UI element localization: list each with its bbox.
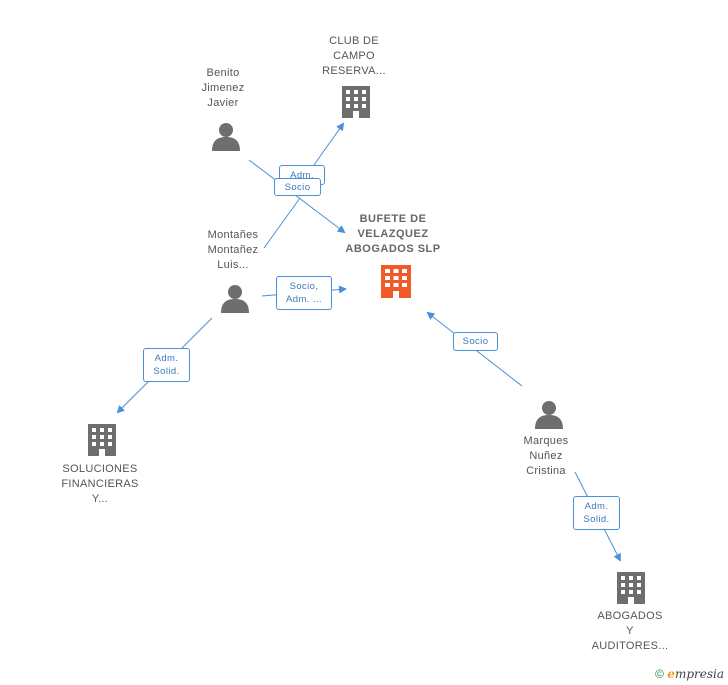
copyright-icon: ©: [655, 667, 664, 681]
label-line: Marques: [523, 435, 569, 447]
building-icon-center[interactable]: [381, 265, 411, 298]
edge-label-line: Adm.: [584, 501, 609, 512]
label-line: Javier: [207, 97, 239, 109]
label-line: Luis...: [217, 259, 249, 271]
edge-label-line: Solid.: [583, 514, 610, 525]
node-label-marques[interactable]: Marques Nuñez Cristina: [498, 434, 594, 479]
edge-label-line: Socio,: [289, 281, 319, 292]
edges: [116, 122, 621, 562]
label-line: SOLUCIONES: [62, 463, 138, 475]
edge-label-line: Adm.: [154, 353, 179, 364]
building-icon-abogados[interactable]: [617, 572, 645, 604]
label-line: Y...: [91, 493, 109, 505]
label-line: ABOGADOS: [597, 610, 663, 622]
edge-label-line: Adm. ...: [286, 294, 322, 305]
label-line: RESERVA...: [322, 65, 386, 77]
brand-logo-initial: e: [667, 667, 675, 681]
node-label-montanes[interactable]: Montañes Montañez Luis...: [186, 228, 280, 273]
edge-label-marques-abogados[interactable]: Adm. Solid.: [573, 496, 620, 530]
node-label-center[interactable]: BUFETE DE VELAZQUEZ ABOGADOS SLP: [330, 212, 456, 257]
person-icon-montanes[interactable]: [221, 285, 249, 313]
edge-label-benito-center[interactable]: Socio: [274, 178, 321, 196]
person-icon-marques[interactable]: [535, 401, 563, 429]
label-line: Nuñez: [529, 450, 563, 462]
node-label-benito[interactable]: Benito Jimenez Javier: [176, 66, 270, 111]
edge-label-line: Socio: [462, 336, 489, 347]
label-line: Benito: [206, 67, 240, 79]
building-icon-soluciones[interactable]: [88, 424, 116, 456]
edge-label-marques-center[interactable]: Socio: [453, 332, 498, 351]
brand-footer: © empresia: [655, 667, 724, 681]
edge-label-montanes-soluciones[interactable]: Adm. Solid.: [143, 348, 190, 382]
node-label-club[interactable]: CLUB DE CAMPO RESERVA...: [306, 34, 402, 79]
label-line: Montañez: [207, 244, 259, 256]
label-line: Jimenez: [201, 82, 245, 94]
edge-label-line: Adm.: [290, 170, 314, 181]
brand-logo-text: mpresia: [674, 667, 724, 681]
edge-line-montanes-up: [263, 197, 301, 249]
label-line: VELAZQUEZ: [357, 228, 429, 240]
label-line: ABOGADOS SLP: [345, 243, 441, 255]
label-line: Montañes: [207, 229, 259, 241]
person-icon-benito[interactable]: [212, 123, 240, 151]
edge-label-line: Socio: [284, 182, 311, 193]
edge-line-benito-club: [308, 122, 345, 173]
node-label-abogados[interactable]: ABOGADOS Y AUDITORES...: [580, 609, 680, 654]
label-line: BUFETE DE: [359, 213, 427, 225]
edge-line-benito-center: [248, 159, 346, 234]
building-icon-club[interactable]: [342, 86, 370, 118]
label-line: Y: [626, 625, 634, 637]
node-label-soluciones[interactable]: SOLUCIONES FINANCIERAS Y...: [50, 462, 150, 507]
edge-label-montanes-center[interactable]: Socio, Adm. ...: [276, 276, 332, 310]
label-line: CLUB DE: [329, 35, 379, 47]
edge-label-line: Solid.: [153, 366, 180, 377]
label-line: AUDITORES...: [591, 640, 669, 652]
label-line: Cristina: [526, 465, 566, 477]
label-line: CAMPO: [333, 50, 375, 62]
label-line: FINANCIERAS: [61, 478, 139, 490]
